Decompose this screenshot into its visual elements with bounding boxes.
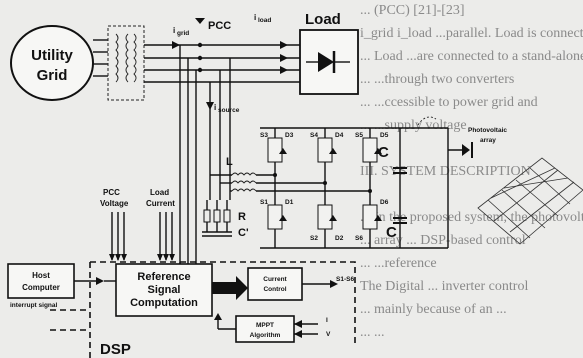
pv-panel-icon	[477, 157, 583, 245]
diode-load-icon	[306, 51, 350, 73]
switch-s2: S2	[310, 235, 318, 242]
load-current-label-1: Load	[150, 188, 169, 197]
utility-grid: Utility Grid	[10, 25, 94, 101]
host-computer-block: Host Computer interrupt signal	[7, 263, 116, 309]
background-text-line: ... ...supply voltage	[360, 118, 467, 133]
i-grid-label: i	[173, 26, 175, 35]
filter-r-label: R	[238, 211, 246, 223]
background-text-line: ... ...ccessible to power grid and	[360, 95, 538, 110]
background-text-line: ... ...through two converters	[360, 72, 514, 87]
capacitor-icon	[393, 217, 407, 224]
background-text-line: The Digital ... inverter control	[360, 279, 528, 294]
dsp-label: DSP	[100, 341, 131, 358]
inductors: L	[210, 156, 370, 192]
current-control-block: Current Control S1-S6	[247, 267, 354, 301]
capacitor-icon	[393, 167, 407, 174]
filter-c-label: C'	[238, 227, 249, 239]
s1-s6-label: S1-S6	[336, 276, 354, 283]
inverter-bridge: S3 D3 S4 D4 S5 D5 S1 D1 S2 D2 S6 D6	[260, 127, 400, 249]
igbt-switch-icon	[317, 204, 337, 230]
background-text: ... (PCC) [21]-[23] i_grid i_load ...para…	[360, 3, 583, 340]
background-text-line: III. SYSTEM DESCRIPTION	[360, 164, 531, 179]
grid-wires	[93, 39, 108, 77]
diode-d3: D3	[285, 132, 294, 139]
background-text-line: ... (PCC) [21]-[23]	[360, 3, 465, 18]
pv-array-label-1: Photovoltaic	[468, 127, 507, 134]
diode-d6: D6	[380, 199, 389, 206]
switch-s6: S6	[355, 235, 363, 242]
host-label-2: Computer	[22, 283, 60, 292]
utility-grid-label-1: Utility	[31, 47, 73, 64]
diode-d5: D5	[380, 132, 389, 139]
load-label: Load	[305, 11, 341, 28]
dsp-boundary: DSP	[50, 261, 356, 358]
pv-array-label-2: array	[480, 137, 496, 144]
background-text-line: ... Load ...are connected to a stand-alo…	[360, 49, 583, 64]
rc-filter: R C'	[202, 200, 249, 239]
load-block: Load	[299, 11, 359, 95]
i-source-label: i	[214, 103, 216, 112]
inductor-label: L	[226, 156, 233, 168]
i-pv-label: I	[326, 317, 328, 324]
igbt-switch-icon	[267, 137, 287, 163]
background-text-line: ... array ... DSP-based control	[360, 233, 526, 248]
reference-signal-block: Reference Signal Computation	[115, 263, 213, 317]
igbt-switch-icon	[362, 137, 382, 163]
switch-s4: S4	[310, 132, 318, 139]
background-text-line: ... In the proposed system, the photovol…	[360, 210, 583, 225]
igbt-switch-icon	[267, 204, 287, 230]
i-grid-sub: grid	[177, 30, 189, 37]
diode-d4: D4	[335, 132, 344, 139]
pcc-voltage-label-2: Voltage	[100, 199, 129, 208]
pv-array: Photovoltaic array	[417, 116, 583, 245]
igbt-switch-icon	[317, 137, 337, 163]
switch-s1: S1	[260, 199, 268, 206]
i-load-sub: load	[258, 17, 271, 24]
diode-d1: D1	[285, 199, 294, 206]
i-source-arrow	[206, 102, 214, 110]
background-text-line: ... ...	[360, 325, 385, 340]
cap-bottom-label: C	[386, 224, 397, 241]
host-label-1: Host	[32, 271, 50, 280]
utility-grid-label-2: Grid	[37, 67, 68, 84]
background-text-line: i_grid i_load ...parallel. Load is conne…	[360, 26, 583, 41]
ref-label-1: Reference	[137, 271, 190, 283]
transformer-icon	[107, 25, 145, 101]
current-control-label-1: Current	[263, 276, 287, 283]
background-text-line: ... ...reference	[360, 256, 437, 271]
current-control-label-2: Control	[263, 286, 286, 293]
igbt-switch-icon	[362, 204, 382, 230]
ref-label-2: Signal	[147, 284, 180, 296]
measurement-labels: PCC Voltage Load Current	[100, 188, 181, 270]
switch-s3: S3	[260, 132, 268, 139]
i-source-sub: source	[218, 107, 240, 114]
ref-label-3: Computation	[130, 297, 198, 309]
switch-s5: S5	[355, 132, 363, 139]
diode-d2: D2	[335, 235, 344, 242]
v-pv-label: V	[326, 331, 331, 338]
background-text-line: ... mainly because of an ...	[360, 302, 507, 317]
pcc-marker: PCC	[195, 18, 231, 73]
pcc-voltage-label-1: PCC	[103, 188, 120, 197]
cap-top-label: C	[378, 144, 389, 161]
mppt-block: MPPT Algorithm I V	[214, 313, 331, 343]
ref-to-control-arrow	[212, 276, 248, 300]
pcc-taps	[179, 45, 231, 270]
i-load-label: i	[254, 13, 256, 22]
interrupt-label: interrupt signal	[10, 302, 58, 309]
load-current-label-2: Current	[146, 199, 175, 208]
mppt-label-1: MPPT	[256, 322, 274, 329]
dc-link: C C	[378, 127, 449, 249]
pcc-label: PCC	[208, 20, 231, 32]
three-phase-lines	[144, 41, 300, 83]
mppt-label-2: Algorithm	[250, 332, 281, 339]
